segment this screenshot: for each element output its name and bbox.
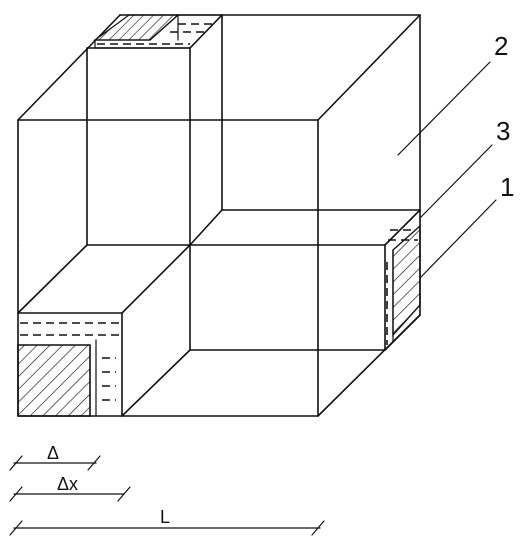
right-element	[386, 224, 421, 345]
dimension-delta: Δ	[9, 443, 101, 471]
label-1: 1	[500, 172, 514, 202]
dimension-length-label: L	[160, 507, 170, 527]
label-2: 2	[494, 31, 508, 61]
dimension-length: L	[9, 507, 325, 536]
leader-lines	[397, 61, 497, 279]
dimension-delta-label: Δ	[47, 443, 59, 463]
bottom-left-element	[17, 322, 120, 417]
dimension-delta-x-label: Δx	[57, 474, 78, 494]
top-element	[93, 14, 224, 49]
dimension-delta-x: Δx	[9, 474, 131, 502]
label-3: 3	[496, 116, 510, 146]
